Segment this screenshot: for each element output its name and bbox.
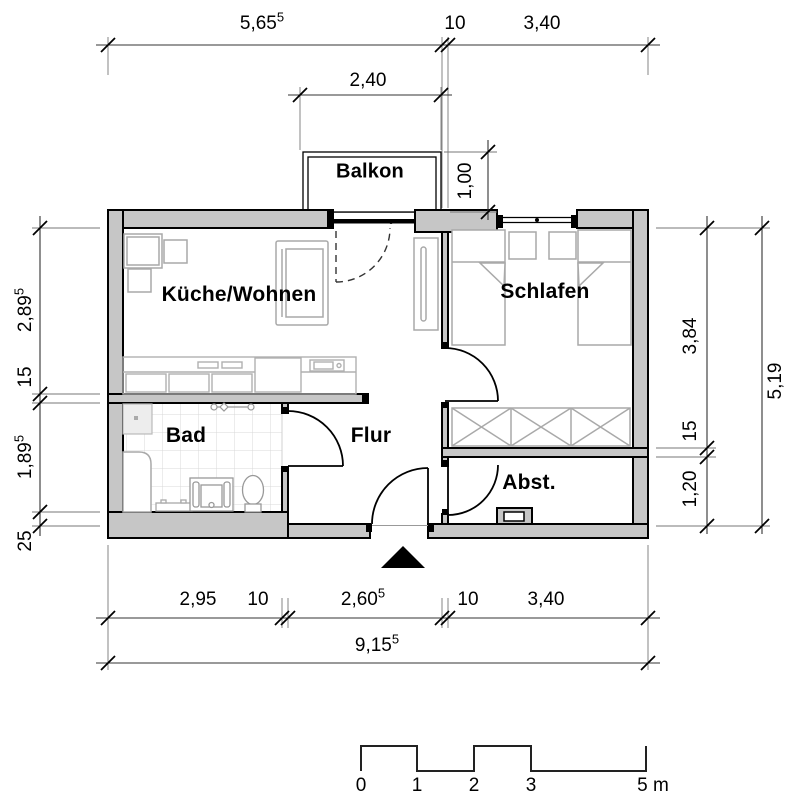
nightstands <box>508 231 577 260</box>
bedroom-door <box>444 347 499 402</box>
room-label-balkon: Balkon <box>336 160 404 183</box>
dim-bottom-total: 9,155 <box>354 631 400 656</box>
room-label-bad: Bad <box>165 424 207 447</box>
dim-left-2: 15 <box>15 366 36 388</box>
sideboard <box>413 237 439 331</box>
scale-bar <box>360 745 647 772</box>
dim-balcony-depth: 1,00 <box>455 162 476 200</box>
bed-right <box>577 229 632 346</box>
dim-right-1: 3,84 <box>680 317 701 355</box>
dining-set <box>123 233 188 293</box>
dim-top-2: 10 <box>444 13 466 34</box>
dim-right-2: 15 <box>680 420 701 442</box>
door-jamb-caps <box>282 210 577 532</box>
dim-left-3: 1,895 <box>11 434 36 480</box>
dim-bottom-5: 3,40 <box>527 589 565 610</box>
bath-door <box>287 410 344 467</box>
dim-left-1: 2,895 <box>11 287 36 333</box>
room-label-flur: Flur <box>350 424 392 447</box>
scale-label-3: 3 <box>525 775 537 796</box>
room-label-abstellraum: Abst. <box>502 471 556 494</box>
dimension-lines <box>39 44 763 664</box>
wardrobe <box>451 407 631 447</box>
dim-bottom-1: 2,95 <box>179 589 217 610</box>
balcony-outline <box>302 151 442 213</box>
bed-left <box>451 229 506 346</box>
room-label-schlafen: Schlafen <box>500 280 590 303</box>
storage-duct <box>496 507 533 525</box>
entrance-door <box>371 467 429 526</box>
dim-balcony-width: 2,40 <box>349 70 387 91</box>
bedroom-window <box>503 216 571 224</box>
dim-bottom-3: 2,605 <box>340 585 386 610</box>
dim-top-3: 3,40 <box>523 13 561 34</box>
extension-lines <box>32 37 770 670</box>
balcony-door <box>333 219 415 283</box>
walls <box>107 209 649 539</box>
shower-rail <box>210 402 255 412</box>
room-label-kueche-wohnen: Küche/Wohnen <box>161 283 317 306</box>
dim-bottom-4: 10 <box>457 589 479 610</box>
dim-left-4: 25 <box>15 530 36 552</box>
dim-bottom-2: 10 <box>247 589 269 610</box>
dimension-ticks <box>32 37 770 671</box>
bathtub <box>122 451 152 513</box>
dim-top-1: 5,655 <box>239 9 285 34</box>
dim-right-3: 1,20 <box>680 470 701 508</box>
washbasin <box>189 477 234 512</box>
scale-label-0: 0 <box>355 775 367 796</box>
sofa <box>275 240 329 326</box>
toilet <box>241 474 265 513</box>
entrance-arrow <box>381 546 425 568</box>
bath-fixtures <box>122 402 265 513</box>
dim-right-total: 5,19 <box>765 362 786 400</box>
storage-door <box>447 464 499 516</box>
scale-label-1: 1 <box>411 775 423 796</box>
scale-label-5m: 5 m <box>637 775 669 796</box>
kitchen-counter <box>122 356 357 395</box>
scale-label-2: 2 <box>468 775 480 796</box>
